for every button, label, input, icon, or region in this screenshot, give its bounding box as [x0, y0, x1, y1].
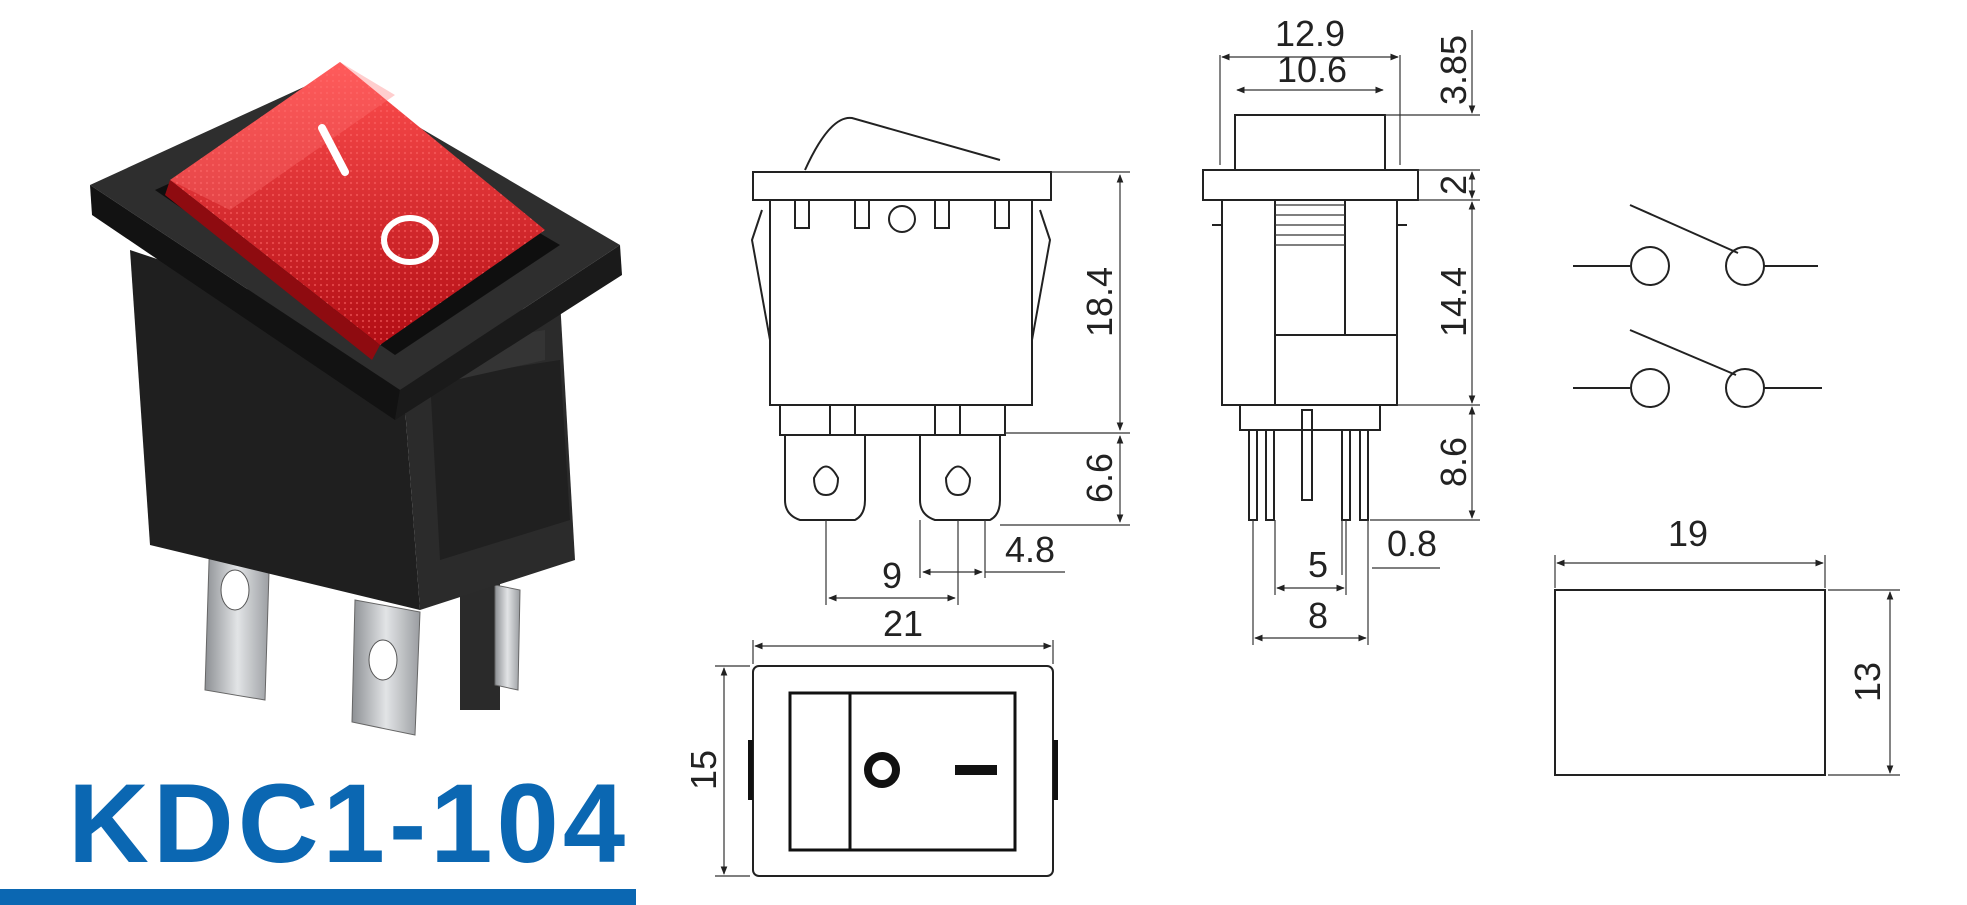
- off-symbol-icon: [381, 215, 439, 265]
- side-inner-width-label: 10.6: [1277, 49, 1347, 90]
- switch-schematic-icon: [1573, 204, 1822, 408]
- side-pin-spacing-outer-label: 8: [1308, 595, 1328, 636]
- side-rocker-height-label: 3.85: [1433, 35, 1474, 105]
- top-width-label: 21: [883, 603, 923, 644]
- side-flange-label: 2: [1433, 175, 1474, 195]
- panel-cutout-view: 19 13: [1554, 513, 1900, 776]
- title-underline: [0, 889, 636, 905]
- on-symbol-icon: [318, 124, 349, 176]
- side-pin-length-label: 8.6: [1433, 437, 1474, 487]
- top-view: 21 15: [683, 603, 1058, 877]
- front-terminal-length-label: 6.6: [1079, 453, 1120, 503]
- front-view: 18.4 6.6 9 4.8: [750, 116, 1130, 605]
- side-view: 12.9 10.6 3.85 2 14.4 8.6 5 8 0.8: [1202, 13, 1480, 645]
- cutout-height-label: 13: [1847, 662, 1888, 702]
- front-pitch-label: 9: [882, 555, 902, 596]
- front-height-label: 18.4: [1079, 267, 1120, 337]
- rocker-switch-photo: I O: [90, 62, 622, 736]
- model-title: KDC1-104: [68, 761, 629, 886]
- front-terminal-width-label: 4.8: [1005, 529, 1055, 570]
- side-outer-width-label: 12.9: [1275, 13, 1345, 54]
- side-body-height-label: 14.4: [1433, 267, 1474, 337]
- side-pin-width-label: 0.8: [1387, 523, 1437, 564]
- cutout-width-label: 19: [1668, 513, 1708, 554]
- top-height-label: 15: [683, 750, 724, 790]
- side-pin-spacing-inner-label: 5: [1308, 544, 1328, 585]
